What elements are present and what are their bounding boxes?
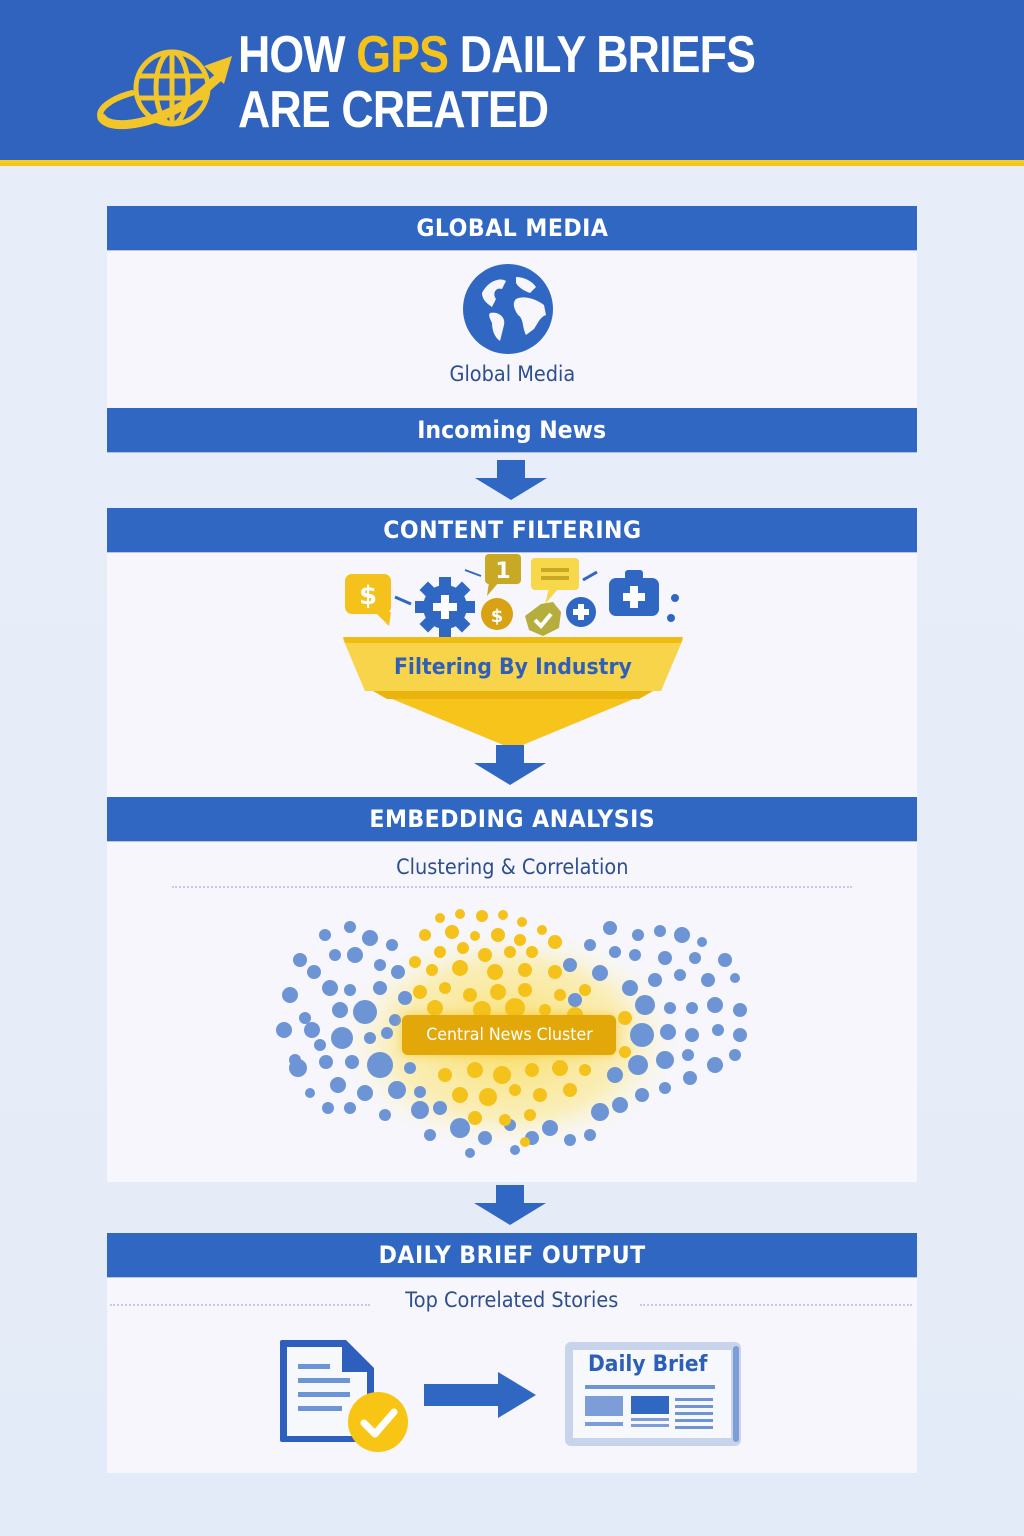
daily-brief-title: Daily Brief [588, 1352, 708, 1377]
filter-funnel [343, 637, 683, 749]
down-arrow-icon [474, 745, 546, 785]
embedding-subheading: Clustering & Correlation [395, 855, 629, 879]
svg-text:$: $ [359, 581, 377, 611]
divider-left [110, 1304, 370, 1306]
divider-right [640, 1304, 912, 1306]
divider [172, 886, 852, 888]
central-news-cluster-label: Central News Cluster [402, 1015, 616, 1055]
check-badge-icon [525, 602, 561, 636]
dollar-speech-bubble-icon: $ [345, 574, 391, 626]
medical-kit-icon [609, 570, 679, 622]
step-heading-daily-brief-output: DAILY BRIEF OUTPUT [107, 1233, 917, 1277]
document-check-icon [280, 1340, 408, 1452]
industry-icons-group: $ 1 $ [345, 554, 679, 637]
message-lines-speech-bubble-icon [531, 558, 579, 604]
step-heading-global-media: GLOBAL MEDIA [107, 206, 917, 250]
plus-circle-icon [566, 597, 596, 627]
svg-text:1: 1 [495, 559, 510, 584]
incoming-news-bar: Incoming News [107, 408, 917, 452]
title-accent-gps: GPS [356, 26, 449, 84]
daily-brief-output-panel [107, 1277, 917, 1473]
number-one-speech-bubble-icon: 1 [485, 554, 521, 596]
funnel-label: Filtering By Industry [393, 655, 632, 680]
down-arrow-icon [475, 460, 547, 500]
header-accent-stripe [0, 160, 1024, 166]
global-media-caption: Global Media [449, 362, 575, 386]
dollar-coin-icon: $ [481, 598, 513, 630]
svg-text:$: $ [491, 606, 504, 627]
step-heading-content-filtering: CONTENT FILTERING [107, 508, 917, 552]
globe-orbit-arrow-icon [97, 49, 232, 129]
right-arrow-icon [424, 1372, 536, 1418]
daily-brief-subheading: Top Correlated Stories [405, 1288, 619, 1312]
globe-icon [463, 264, 553, 354]
step-heading-embedding-analysis: EMBEDDING ANALYSIS [107, 797, 917, 841]
newspaper-icon [565, 1342, 741, 1446]
gear-plus-icon [415, 577, 475, 637]
down-arrow-icon [474, 1185, 546, 1225]
